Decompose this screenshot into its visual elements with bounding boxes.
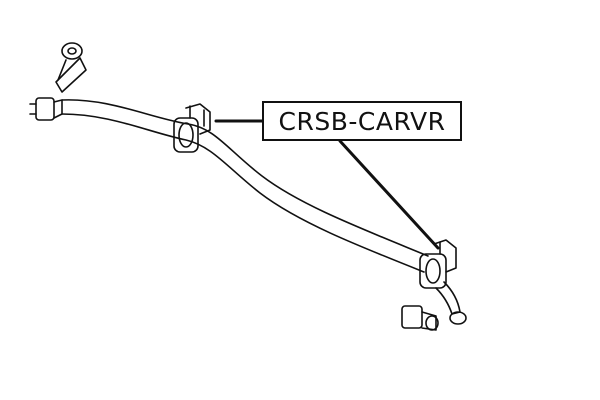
leader-line-right-bushing [338,139,440,250]
left-bushing [173,103,211,153]
part-number-label: CRSB-CARVR [262,101,462,141]
right-bushing [419,239,457,289]
stabilizer-bar-upper-edge [61,99,429,257]
left-end-link [29,42,87,121]
stabilizer-bar-lower-edge [61,113,425,273]
right-end-link [401,281,467,331]
